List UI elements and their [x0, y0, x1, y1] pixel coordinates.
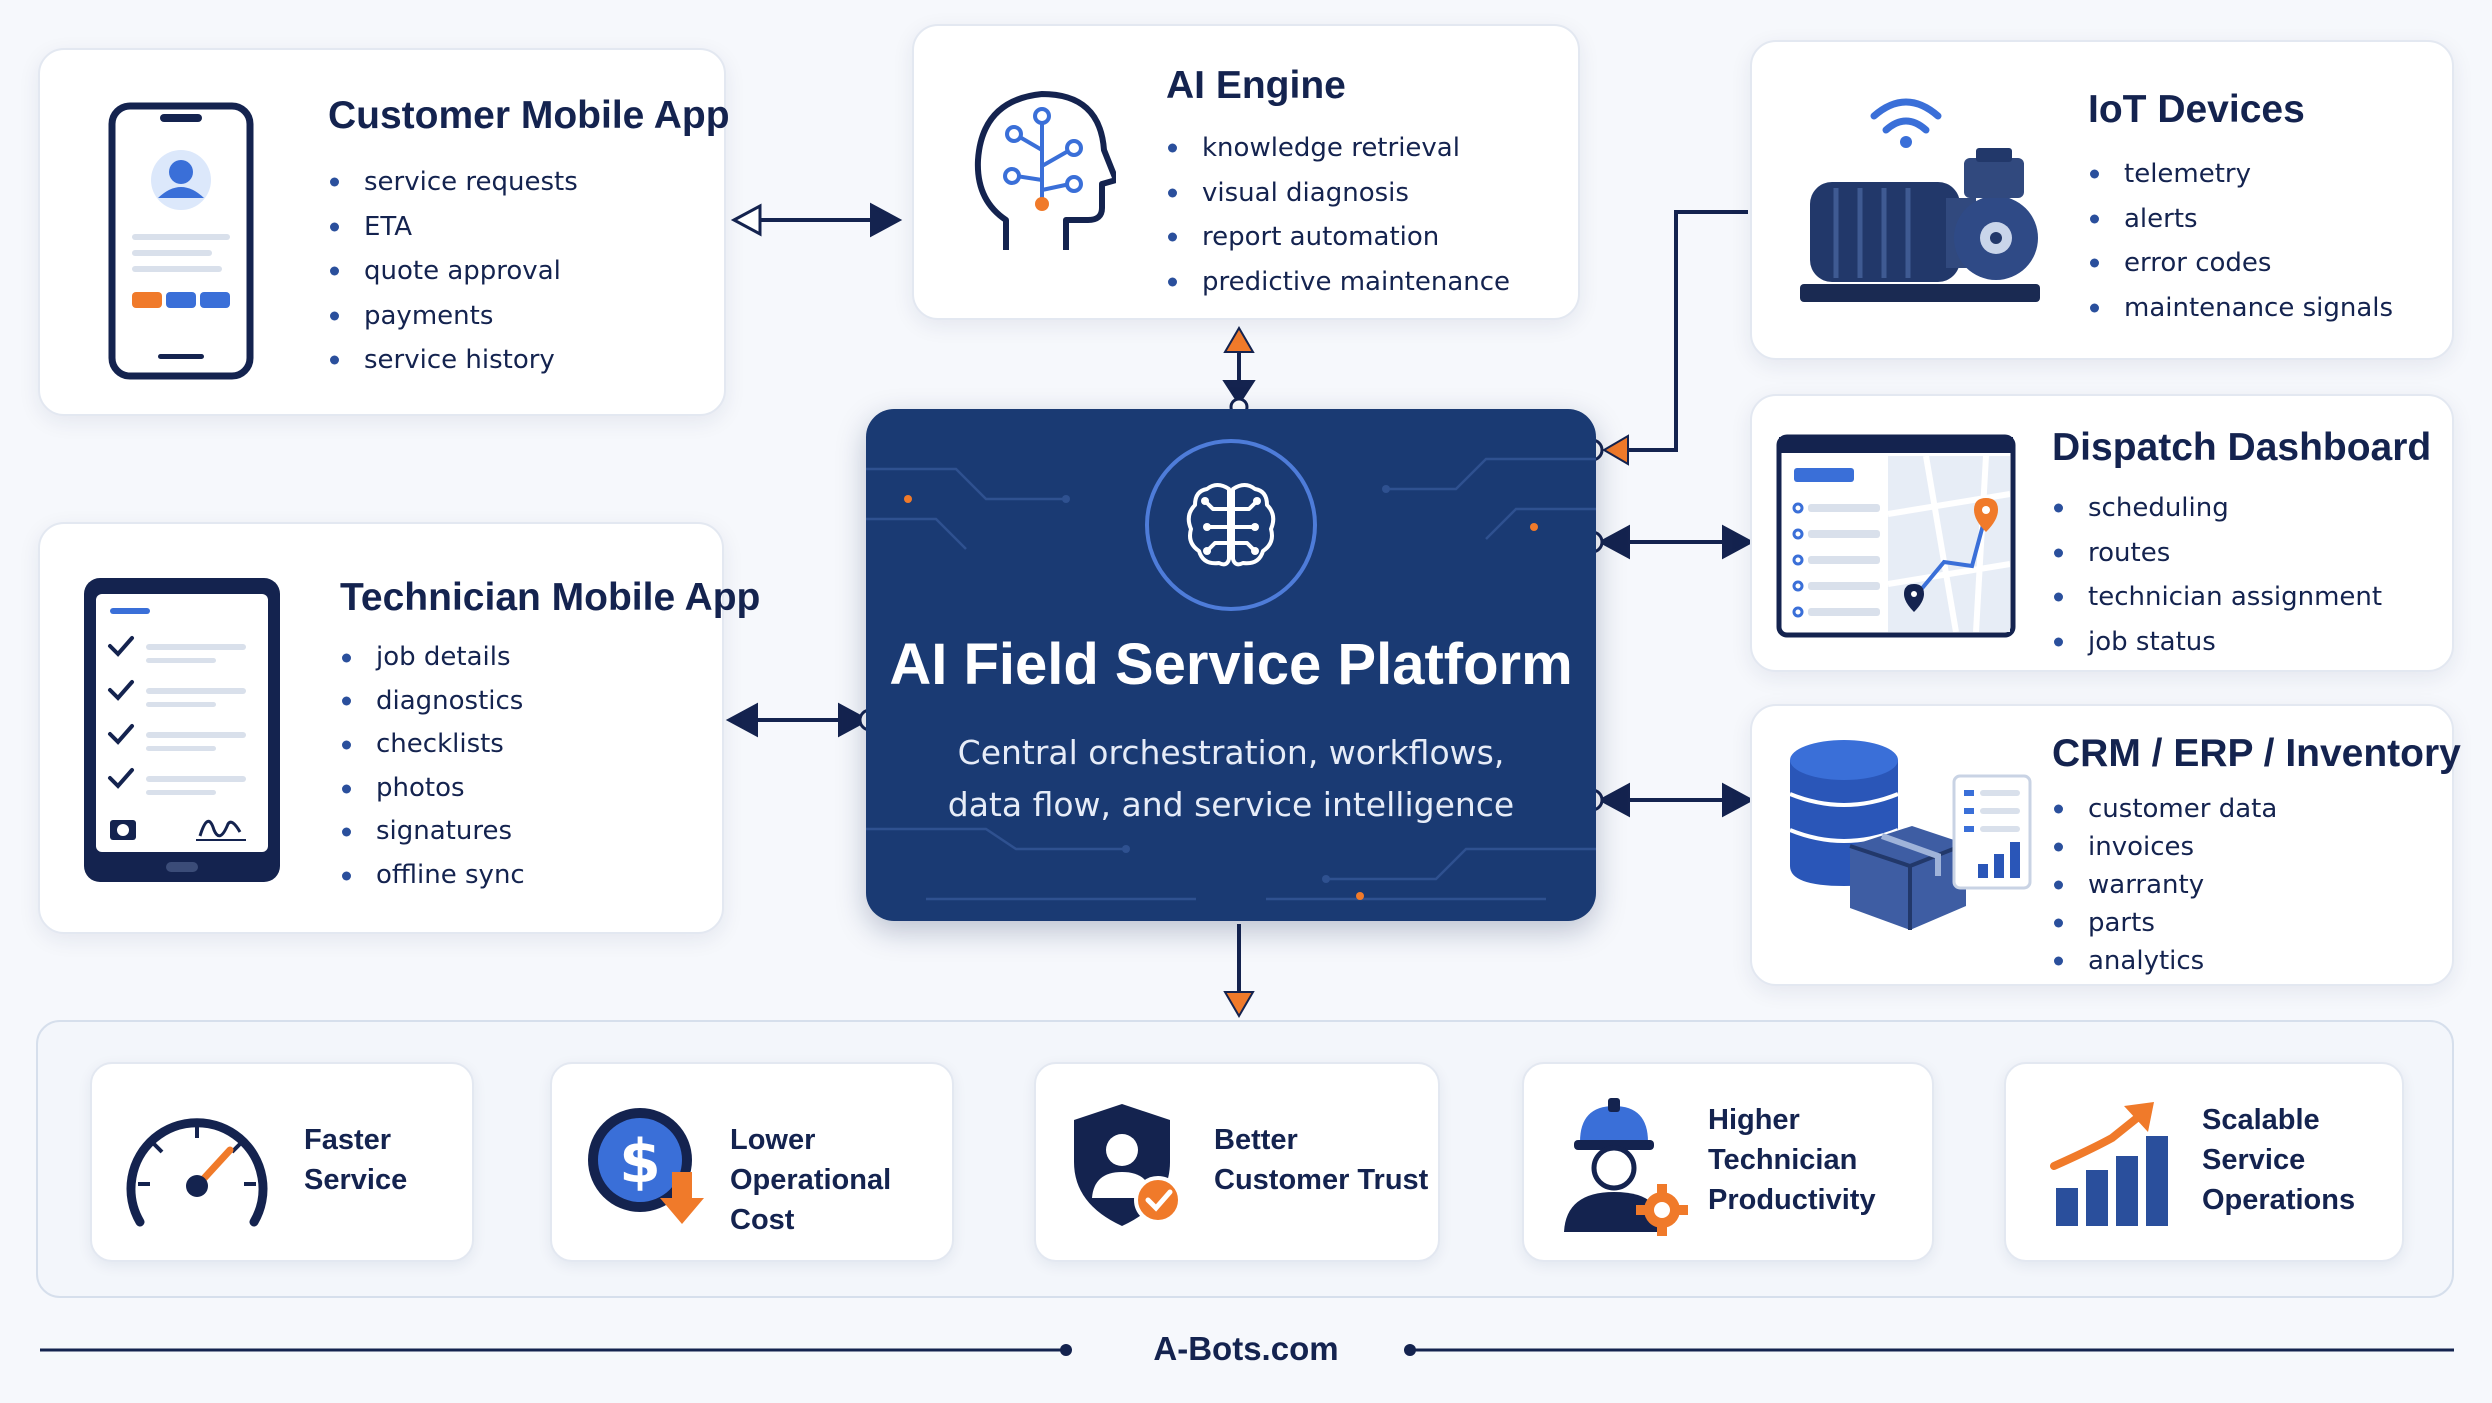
list-item: diagnostics: [340, 680, 525, 724]
list-item: alerts: [2088, 197, 2393, 242]
benefit-card-scalable-operations: Scalable Service Operations: [2004, 1062, 2404, 1262]
list-item: ETA: [328, 205, 578, 250]
benefit-label: Better Customer Trust: [1214, 1124, 1429, 1196]
list-item: analytics: [2052, 942, 2277, 980]
list-item: knowledge retrieval: [1166, 126, 1510, 171]
crm-erp-card: CRM / ERP / Inventory customer data invo…: [1750, 704, 2461, 986]
card-title: Technician Mobile App: [340, 576, 761, 619]
ai-engine-card: AI Engine knowledge retrieval visual dia…: [912, 24, 1580, 320]
card-title: IoT Devices: [2088, 88, 2305, 131]
feature-list: customer data invoices warranty parts an…: [2052, 790, 2277, 980]
list-item: warranty: [2052, 866, 2277, 904]
list-item: service history: [328, 338, 578, 383]
customer-app-card: Customer Mobile App service requests ETA…: [38, 48, 730, 416]
list-item: error codes: [2088, 241, 2393, 286]
list-item: invoices: [2052, 828, 2277, 866]
shield-user-icon: [1074, 1104, 1182, 1226]
card-title: Dispatch Dashboard: [2052, 426, 2432, 469]
footer-brand[interactable]: A-Bots.com: [1153, 1330, 1339, 1367]
platform-title: AI Field Service Platform: [889, 632, 1573, 697]
benefit-label: Scalable Service Operations: [2202, 1104, 2356, 1216]
benefit-label: Lower Operational Cost: [730, 1124, 892, 1236]
wifi-pump-icon: [1800, 98, 2040, 302]
list-item: photos: [340, 767, 525, 811]
list-item: quote approval: [328, 249, 578, 294]
benefit-label: Higher Technician Productivity: [1708, 1104, 1876, 1216]
ai-head-icon: [974, 91, 1116, 250]
platform-subtitle: Central orchestration, workflows, data f…: [947, 733, 1515, 824]
list-item: predictive maintenance: [1166, 260, 1510, 305]
list-item: offline sync: [340, 854, 525, 898]
card-title: CRM / ERP / Inventory: [2052, 732, 2461, 775]
svg-text:$: $: [619, 1127, 661, 1197]
list-item: service requests: [328, 160, 578, 205]
list-item: visual diagnosis: [1166, 171, 1510, 216]
dollar-down-icon: $: [588, 1108, 704, 1224]
list-item: telemetry: [2088, 152, 2393, 197]
list-item: checklists: [340, 723, 525, 767]
database-box-icon: [1789, 740, 2032, 930]
feature-list: service requests ETA quote approval paym…: [328, 160, 578, 383]
card-title: Customer Mobile App: [328, 94, 730, 137]
list-item: payments: [328, 294, 578, 339]
benefit-card-lower-cost: $ Lower Operational Cost: [550, 1062, 954, 1262]
list-item: job details: [340, 636, 525, 680]
list-item: customer data: [2052, 790, 2277, 828]
list-item: report automation: [1166, 215, 1510, 260]
technician-app-card: Technician Mobile App job details diagno…: [38, 522, 760, 934]
dispatch-dashboard-card: Dispatch Dashboard scheduling routes tec…: [1750, 394, 2454, 672]
feature-list: job details diagnostics checklists photo…: [340, 636, 525, 898]
list-item: job status: [2052, 620, 2382, 665]
list-item: parts: [2052, 904, 2277, 942]
smartphone-icon: [108, 102, 254, 380]
ai-platform-hub: AI Field Service Platform Central orches…: [866, 409, 1596, 921]
tablet-icon: [84, 578, 280, 882]
benefit-label: Faster Service: [304, 1124, 408, 1196]
dashboard-map-icon: [1776, 434, 2016, 638]
technician-gear-icon: [1564, 1098, 1688, 1236]
speedometer-icon: [126, 1118, 268, 1227]
list-item: routes: [2052, 531, 2382, 576]
list-item: maintenance signals: [2088, 286, 2393, 331]
feature-list: telemetry alerts error codes maintenance…: [2088, 152, 2393, 330]
list-item: scheduling: [2052, 486, 2382, 531]
feature-list: scheduling routes technician assignment …: [2052, 486, 2382, 664]
brain-icon: [1186, 483, 1276, 567]
list-item: signatures: [340, 810, 525, 854]
iot-devices-card: IoT Devices telemetry alerts error codes…: [1750, 40, 2454, 360]
list-item: technician assignment: [2052, 575, 2382, 620]
card-title: AI Engine: [1166, 64, 1346, 107]
growth-chart-icon: [2050, 1102, 2168, 1226]
feature-list: knowledge retrieval visual diagnosis rep…: [1166, 126, 1510, 304]
arrow-iot-platform: [1612, 210, 1748, 452]
benefit-card-customer-trust: Better Customer Trust: [1034, 1062, 1440, 1262]
benefit-card-technician-productivity: Higher Technician Productivity: [1522, 1062, 1934, 1262]
benefit-card-faster-service: Faster Service: [90, 1062, 474, 1262]
